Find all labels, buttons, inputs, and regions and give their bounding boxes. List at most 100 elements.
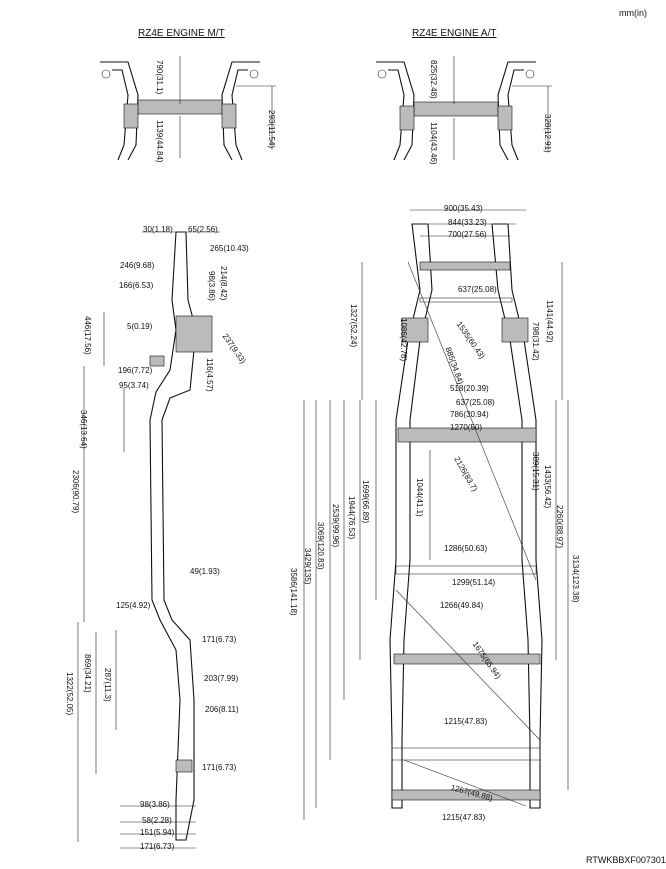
- at-mount-hole-right: [525, 69, 535, 79]
- unit-label: mm(in): [619, 8, 647, 18]
- top-dims-label: 1944(76.53): [347, 496, 356, 540]
- top-dims-label: 1433(56.42): [543, 465, 552, 509]
- mt-detail-view: [100, 56, 276, 161]
- side-dims-label: 2306(90.79): [71, 470, 80, 514]
- top-dims-label: 786(30.94): [450, 410, 489, 419]
- side-dims-label: 446(17.56): [83, 316, 92, 355]
- side-dims-label: 203(7.99): [204, 674, 239, 683]
- top-dims-label: 518(20.39): [450, 384, 489, 393]
- top-front-crossmember: [419, 261, 511, 271]
- top-dims-label: 3069(120.83): [316, 522, 325, 570]
- top-view-frame: [303, 209, 569, 820]
- top-diagonal-3: [403, 759, 527, 807]
- top-dims-label: 1270(50): [450, 423, 483, 432]
- side-dims-label: 171(6.73): [202, 635, 237, 644]
- at-bracket-right: [497, 105, 513, 131]
- side-rail-outline: [149, 231, 197, 841]
- top-crossmember-2: [419, 297, 513, 303]
- top-rear-crossmember: [391, 789, 541, 801]
- top-dims-label: 1267(49.88): [449, 783, 494, 803]
- top-crossmember-3: [397, 427, 537, 443]
- top-dims-label: 1535(60.43): [454, 320, 487, 361]
- top-dims-label: 1327(52.24): [349, 304, 358, 348]
- side-dims-label: 287(11.3): [103, 668, 112, 702]
- top-dims-label: 389(15.31): [531, 452, 540, 491]
- top-dims-label: 1675(65.94): [470, 640, 503, 681]
- top-dims-label: 637(25.08): [456, 398, 495, 407]
- side-dims-label: 346(13.64): [79, 410, 88, 449]
- side-dims-label: 65(2.56): [188, 225, 218, 234]
- side-dims-label: 196(7.72): [118, 366, 153, 375]
- top-crossmember-4: [395, 565, 537, 575]
- side-dims-label: 171(6.73): [202, 763, 237, 772]
- mt-left-rail-inner: [112, 69, 129, 161]
- mt-detail-label: 1139(44.84): [155, 120, 164, 163]
- side-dims-label: 95(3.74): [119, 381, 149, 390]
- top-dims-label: 1086(42.76): [399, 318, 408, 362]
- side-dims-label: 151(5.94): [140, 828, 175, 837]
- top-diagonal-2: [395, 589, 541, 741]
- side-view-frame: [77, 231, 220, 849]
- title-mt: RZ4E ENGINE M/T: [138, 28, 225, 39]
- side-dims-label: 116(4.57): [205, 358, 214, 392]
- at-left-rail-inner: [388, 69, 405, 161]
- side-dims-label: 869(34.21): [83, 654, 92, 693]
- top-crossmember-6: [391, 747, 541, 761]
- top-dims-label: 3134(123.38): [571, 555, 580, 603]
- mt-left-rail-outer: [100, 61, 139, 161]
- side-dims-label: 98(3.86): [140, 800, 170, 809]
- top-dims-label: 844(33.23): [448, 218, 487, 227]
- mt-detail-label: 293(11.54): [267, 110, 276, 149]
- top-dims-label: 3429(135): [303, 548, 312, 585]
- top-dims-label: 1141(44.92): [545, 300, 554, 343]
- at-right-rail-outer: [497, 61, 536, 161]
- top-dims-label: 2539(99.96): [331, 504, 340, 548]
- top-dims-label: 1266(49.84): [440, 601, 484, 610]
- top-dims-label: 900(35.43): [444, 204, 483, 213]
- at-detail-label: 1104(43.46): [429, 122, 438, 165]
- top-mount-right: [501, 317, 529, 343]
- side-dims-label: 30(1.18): [143, 225, 173, 234]
- at-detail-view: [376, 56, 552, 161]
- side-dims-label: 171(6.73): [140, 842, 175, 851]
- side-dims-label: 214(8.42): [219, 266, 228, 301]
- side-engine-mount: [175, 315, 213, 353]
- mt-mount-hole-left: [101, 69, 111, 79]
- side-dims-label: 246(9.68): [120, 261, 155, 270]
- top-dims-label: 798(31.42): [531, 322, 540, 361]
- at-detail-label: 825(32.48): [429, 60, 438, 99]
- mt-bracket-left: [123, 103, 139, 129]
- top-dims-label: 2126(83.7): [452, 455, 480, 494]
- side-dims-label: 166(6.53): [119, 281, 154, 290]
- mt-bracket-right: [221, 103, 237, 129]
- at-bracket-left: [399, 105, 415, 131]
- at-detail-label: 328(12.91): [543, 114, 552, 153]
- mt-right-rail-outer: [221, 61, 260, 161]
- side-dims-label: 206(8.11): [205, 705, 239, 714]
- figure-code: RTWKBBXF007301: [586, 855, 666, 865]
- side-dims-label: 58(2.28): [142, 816, 172, 825]
- top-dims-label: 2260(88.97): [555, 505, 564, 549]
- top-dims-label: 1286(50.63): [444, 544, 488, 553]
- top-dims-label: 1215(47.83): [442, 813, 486, 822]
- top-dims-label: 1044(41.1): [415, 478, 424, 517]
- top-dims-label: 637(25.08): [458, 285, 497, 294]
- top-diagonal-1: [407, 261, 537, 581]
- at-right-rail-inner: [507, 69, 524, 161]
- top-dims-label: 700(27.56): [448, 230, 487, 239]
- title-at: RZ4E ENGINE A/T: [412, 28, 497, 39]
- mt-right-rail-inner: [231, 69, 248, 161]
- side-dims-label: 237(9.33): [220, 332, 248, 366]
- side-dims-label: 49(1.93): [190, 567, 220, 576]
- side-dims-label: 125(4.92): [116, 601, 151, 610]
- top-mount-left: [401, 317, 429, 343]
- side-dims-label: 265(10.43): [210, 244, 249, 253]
- mt-detail-label: 790(31.1): [155, 60, 164, 95]
- at-left-rail-outer: [376, 61, 415, 161]
- at-mount-hole-left: [377, 69, 387, 79]
- top-dims-label: 3586(141.18): [289, 568, 298, 616]
- side-dims-label: 98(3.86): [207, 271, 216, 301]
